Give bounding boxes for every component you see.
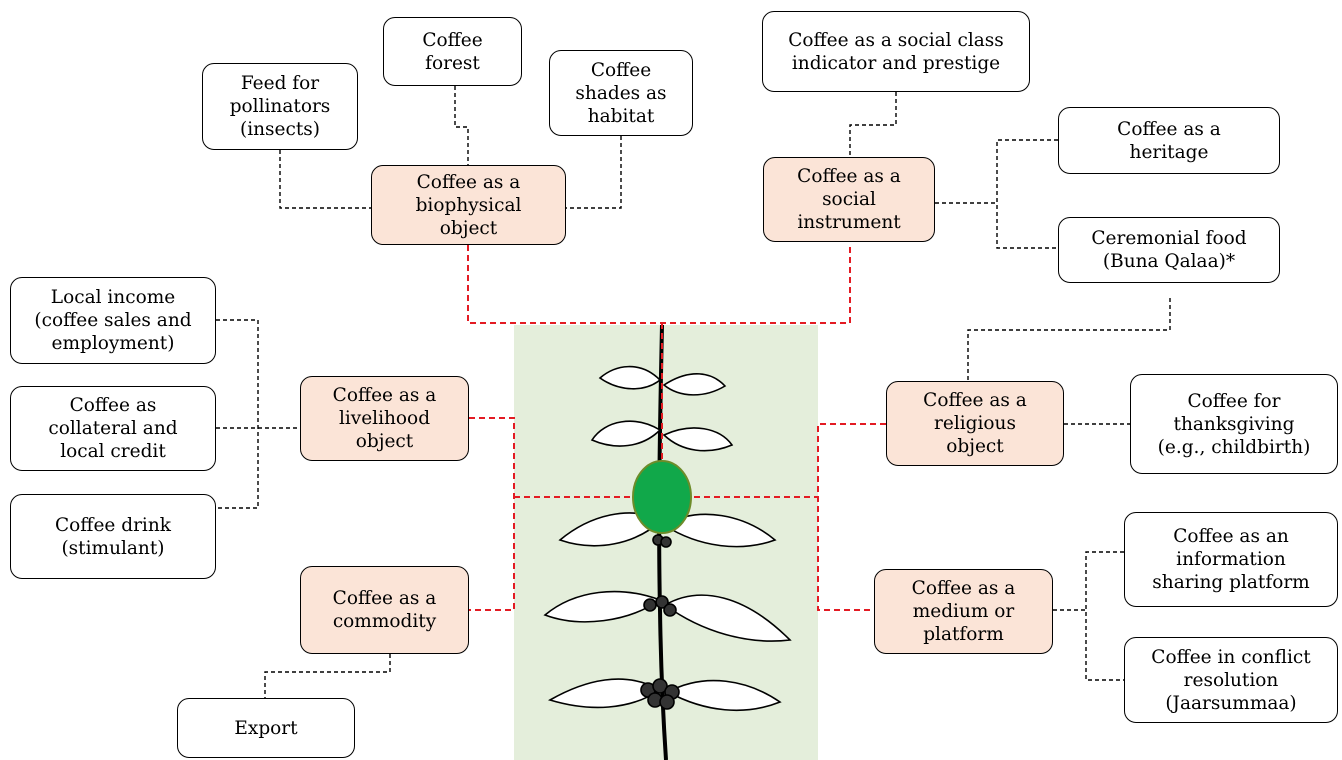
leaf-label-export: Export <box>234 717 298 739</box>
leaf-node-heritage: Coffee as a heritage <box>1058 107 1280 174</box>
leaf-node-info-sharing: Coffee as an information sharing platfor… <box>1124 512 1338 607</box>
leaf-node-income: Local income (coffee sales and employmen… <box>10 277 216 364</box>
core-label-medium: Coffee as a medium or platform <box>911 578 1016 645</box>
coffee-plant-icon <box>543 324 792 760</box>
core-label-commodity: Coffee as a commodity <box>332 588 437 632</box>
core-node-biophysical: Coffee as a biophysical object <box>371 165 566 245</box>
leaf-node-drink: Coffee drink (stimulant) <box>10 494 216 579</box>
leaf-node-conflict: Coffee in conflict resolution (Jaarsumma… <box>1124 637 1338 723</box>
leaf-node-thanksgiving: Coffee for thanksgiving (e.g., childbirt… <box>1130 374 1338 474</box>
leaf-label-collateral: Coffee as collateral and local credit <box>48 395 178 462</box>
core-label-social: Coffee as a social instrument <box>797 166 901 233</box>
leaf-node-shades: Coffee shades as habitat <box>549 50 693 136</box>
leaf-label-heritage: Coffee as a heritage <box>1117 118 1221 163</box>
leaf-node-social-class: Coffee as a social class indicator and p… <box>762 11 1030 92</box>
leaf-node-collateral: Coffee as collateral and local credit <box>10 386 216 471</box>
leaf-label-forest: Coffee forest <box>422 29 483 74</box>
leaf-node-export: Export <box>177 698 355 758</box>
core-node-medium: Coffee as a medium or platform <box>874 569 1053 654</box>
core-node-social: Coffee as a social instrument <box>763 157 935 242</box>
leaf-label-income: Local income (coffee sales and employmen… <box>34 287 192 354</box>
core-node-religious: Coffee as a religious object <box>886 381 1064 466</box>
center-dot <box>632 460 692 534</box>
leaf-label-conflict: Coffee in conflict resolution (Jaarsumma… <box>1151 646 1311 714</box>
leaf-label-thanksgiving: Coffee for thanksgiving (e.g., childbirt… <box>1157 390 1311 458</box>
core-label-biophysical: Coffee as a biophysical object <box>415 171 522 239</box>
leaf-label-drink: Coffee drink (stimulant) <box>55 514 171 559</box>
leaf-label-info-sharing: Coffee as an information sharing platfor… <box>1152 526 1310 593</box>
leaf-node-ceremonial: Ceremonial food (Buna Qalaa)* <box>1058 217 1280 283</box>
leaf-label-shades: Coffee shades as habitat <box>575 59 667 127</box>
leaf-node-forest: Coffee forest <box>383 17 522 86</box>
leaf-node-pollinators: Feed for pollinators (insects) <box>202 63 358 150</box>
core-label-religious: Coffee as a religious object <box>923 390 1027 457</box>
leaf-label-social-class: Coffee as a social class indicator and p… <box>788 29 1004 74</box>
leaf-label-pollinators: Feed for pollinators (insects) <box>229 73 331 140</box>
leaf-label-ceremonial: Ceremonial food (Buna Qalaa)* <box>1091 228 1247 272</box>
core-node-livelihood: Coffee as a livelihood object <box>300 376 469 461</box>
core-node-commodity: Coffee as a commodity <box>300 566 469 654</box>
core-label-livelihood: Coffee as a livelihood object <box>332 385 437 452</box>
